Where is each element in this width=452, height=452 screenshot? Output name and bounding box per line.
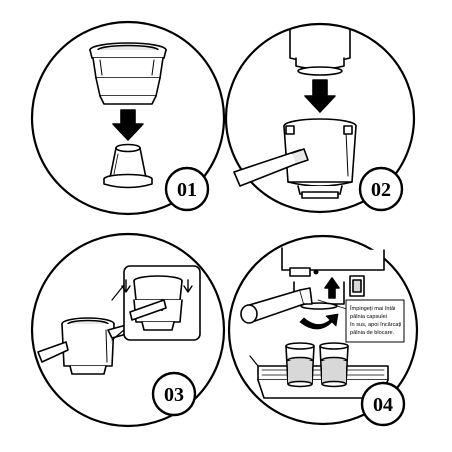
capsule-adapter <box>289 29 351 76</box>
step-02-circle <box>224 22 416 214</box>
portafilter <box>233 118 357 199</box>
espresso-glass-right <box>319 342 349 388</box>
arrow-down-icon <box>112 109 144 141</box>
step-04-circle <box>227 234 419 426</box>
espresso-glass-left <box>285 342 315 388</box>
zoom-inset <box>111 265 201 341</box>
callout-line-1: Împingeți mai întâi <box>349 305 395 312</box>
callout-line-3: în sus, apoi încărcați <box>349 322 401 328</box>
callout-line-2: pâlnia capsulei <box>350 314 387 320</box>
step-04-number: 04 <box>373 394 393 416</box>
arrow-down-icon <box>183 279 193 293</box>
step-02-number: 02 <box>371 179 391 201</box>
callout-line-4: pâlnia de blocare. <box>350 330 395 336</box>
step-01-badge: 01 <box>164 166 210 212</box>
step-03-circle <box>30 232 226 428</box>
step-01-number: 01 <box>177 179 197 201</box>
arrow-up-icon <box>324 277 340 299</box>
coffee-capsule <box>103 143 153 189</box>
step-02-panel: 02 <box>224 22 416 214</box>
instruction-callout: Împingeți mai întâi pâlnia capsulei în s… <box>317 299 405 343</box>
step-02-badge: 02 <box>358 166 404 212</box>
step-04-badge: 04 <box>360 381 406 427</box>
rotate-arrow-icon <box>299 313 339 330</box>
arrow-down-icon <box>121 279 131 293</box>
capsule-adapter <box>89 42 167 105</box>
step-03-panel: 03 <box>30 232 226 428</box>
step-03-number: 03 <box>164 384 184 406</box>
step-03-badge: 03 <box>151 371 197 417</box>
step-01-panel: 01 <box>30 20 226 216</box>
portafilter-handle <box>240 287 313 324</box>
step-01-circle <box>30 20 226 216</box>
step-04-panel: Împingeți mai întâi pâlnia capsulei în s… <box>227 234 419 427</box>
arrow-down-icon <box>304 79 336 113</box>
